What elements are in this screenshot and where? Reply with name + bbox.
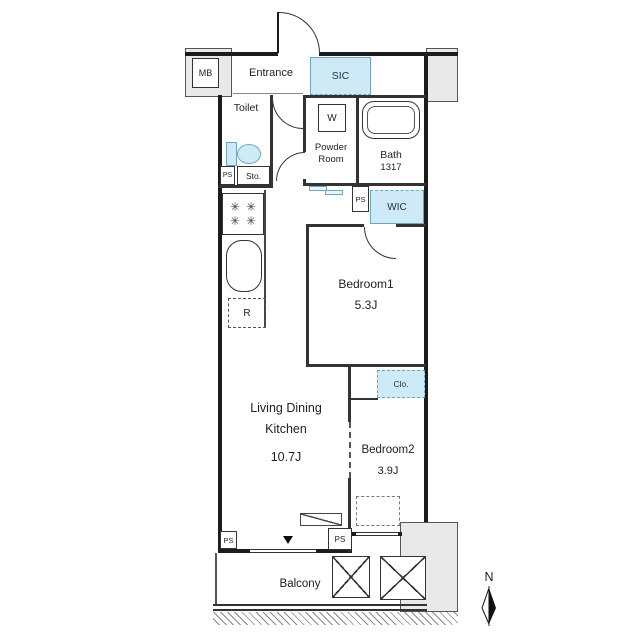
wall-bottom-seg2	[316, 549, 352, 553]
bedroom2-size-label: 3.9J	[377, 465, 399, 477]
burner-icon: ✳	[229, 213, 240, 228]
powder-door-arc	[276, 152, 305, 181]
bath-sliding-door-panel2	[325, 190, 343, 195]
partition-hall-upper	[303, 95, 306, 152]
burner-icon: ✳	[246, 199, 257, 214]
pillar-top-right	[426, 48, 458, 102]
bathtub-inner	[367, 106, 415, 134]
partition-powder-bath	[356, 95, 359, 186]
fridge-label: R	[243, 307, 251, 319]
entrance-step-line	[233, 93, 303, 94]
powder-room-label-line1: Powder	[314, 142, 348, 153]
ldk-size-label: 10.7J	[270, 450, 302, 464]
partition-bedroom2-left-lower	[348, 478, 351, 552]
pipe-space-bottom-left-label: PS	[223, 535, 234, 545]
storage-box: Sto.	[237, 166, 270, 185]
compass-north-label: N	[484, 570, 494, 584]
wall-bedroom2-bottom-seg1	[348, 532, 356, 536]
pipe-space-toilet-label: PS	[222, 172, 233, 179]
bedroom2-sliding-door	[349, 422, 351, 478]
pipe-space-bottom-mid: PS	[328, 528, 352, 550]
compass-icon	[481, 586, 496, 626]
bathtub-icon	[362, 101, 420, 139]
entrance-label: Entrance	[248, 67, 294, 79]
partition-bedroom1-left	[306, 224, 309, 367]
ldk-label: Living Dining Kitchen	[222, 398, 350, 440]
washer-box-label: W	[327, 112, 337, 124]
fridge-space: R	[228, 298, 266, 328]
entry-direction-marker	[283, 536, 293, 544]
kitchen-sink	[226, 240, 262, 292]
powder-room-label: Powder Room	[306, 142, 356, 166]
walkin-closet: WIC	[370, 190, 424, 224]
bath-sliding-door-panel1	[309, 186, 327, 191]
partition-hall-cap	[303, 179, 306, 186]
wall-bottom-seg1	[218, 549, 250, 553]
partition-bedroom1-bottom	[306, 364, 426, 367]
partition-bedroom1-top-left	[306, 224, 364, 227]
kitchen-counter-edge	[264, 190, 266, 328]
bath-size-label: 1317	[380, 162, 402, 173]
bath-label: Bath	[380, 149, 402, 161]
bedroom1-label: Bedroom1	[338, 277, 394, 291]
wall-top-left-segment	[185, 52, 278, 56]
balcony-rail-line2	[213, 609, 427, 611]
stove-icon: ✳ ✳ ✳ ✳	[222, 193, 264, 235]
bedroom2-dashed-area	[356, 496, 400, 526]
bedroom1-door-arc	[364, 227, 396, 259]
wall-top-right-segment	[319, 52, 458, 56]
meter-box: MB	[192, 58, 219, 88]
service-space-1	[332, 556, 370, 598]
shoe-closet: SIC	[310, 57, 371, 95]
walkin-closet-label: WIC	[387, 201, 407, 213]
powder-room-label-line2: Room	[318, 154, 344, 165]
entrance-door-leaf	[277, 12, 279, 53]
wall-left	[218, 95, 222, 553]
partition-toilet-right	[270, 95, 273, 188]
balcony-left-edge	[215, 553, 217, 606]
pipe-space-bottom-left: PS	[220, 531, 237, 549]
bedroom2-window	[356, 532, 398, 536]
balcony-label: Balcony	[279, 578, 321, 590]
stove-burners: ✳ ✳ ✳ ✳	[229, 199, 257, 228]
wall-right	[424, 52, 428, 522]
pipe-space-toilet: PS	[220, 166, 235, 185]
shoe-closet-label: SIC	[331, 70, 350, 82]
boundary-hatch	[213, 612, 458, 625]
storage-box-label: Sto.	[245, 170, 262, 181]
partition-bedroom2-top	[348, 398, 378, 400]
partition-sic-bottom	[303, 95, 426, 98]
meter-box-label: MB	[198, 68, 213, 78]
wall-bedroom2-bottom-seg2	[396, 532, 402, 536]
ldk-window	[250, 549, 316, 553]
burner-icon: ✳	[229, 199, 240, 214]
ldk-label-line1: Living Dining	[250, 401, 322, 415]
partition-bedroom1-top-right	[396, 224, 426, 227]
service-space-2	[380, 556, 426, 600]
washer-box: W	[318, 104, 346, 132]
closet-label: Clo.	[393, 379, 409, 389]
bedroom1-size-label: 5.3J	[354, 298, 378, 312]
pipe-space-mid-label: PS	[355, 194, 366, 204]
partition-toilet-bottom	[218, 185, 273, 188]
pipe-space-mid: PS	[352, 186, 369, 212]
entrance-door-arc	[279, 12, 320, 53]
ldk-label-line2: Kitchen	[265, 422, 307, 436]
burner-icon: ✳	[246, 213, 257, 228]
toilet-label: Toilet	[233, 102, 259, 114]
partition-wet-area-bottom	[303, 183, 426, 186]
toilet-door-arc	[272, 98, 303, 129]
toilet-tank	[226, 142, 237, 166]
pipe-space-bottom-mid-label: PS	[334, 534, 346, 544]
closet: Clo.	[377, 370, 425, 398]
balcony-rail-line1	[213, 604, 427, 606]
partition-bedroom2-left-upper	[348, 364, 351, 422]
bedroom2-label: Bedroom2	[361, 444, 415, 456]
step-icon	[300, 513, 342, 526]
toilet-bowl	[237, 144, 261, 164]
